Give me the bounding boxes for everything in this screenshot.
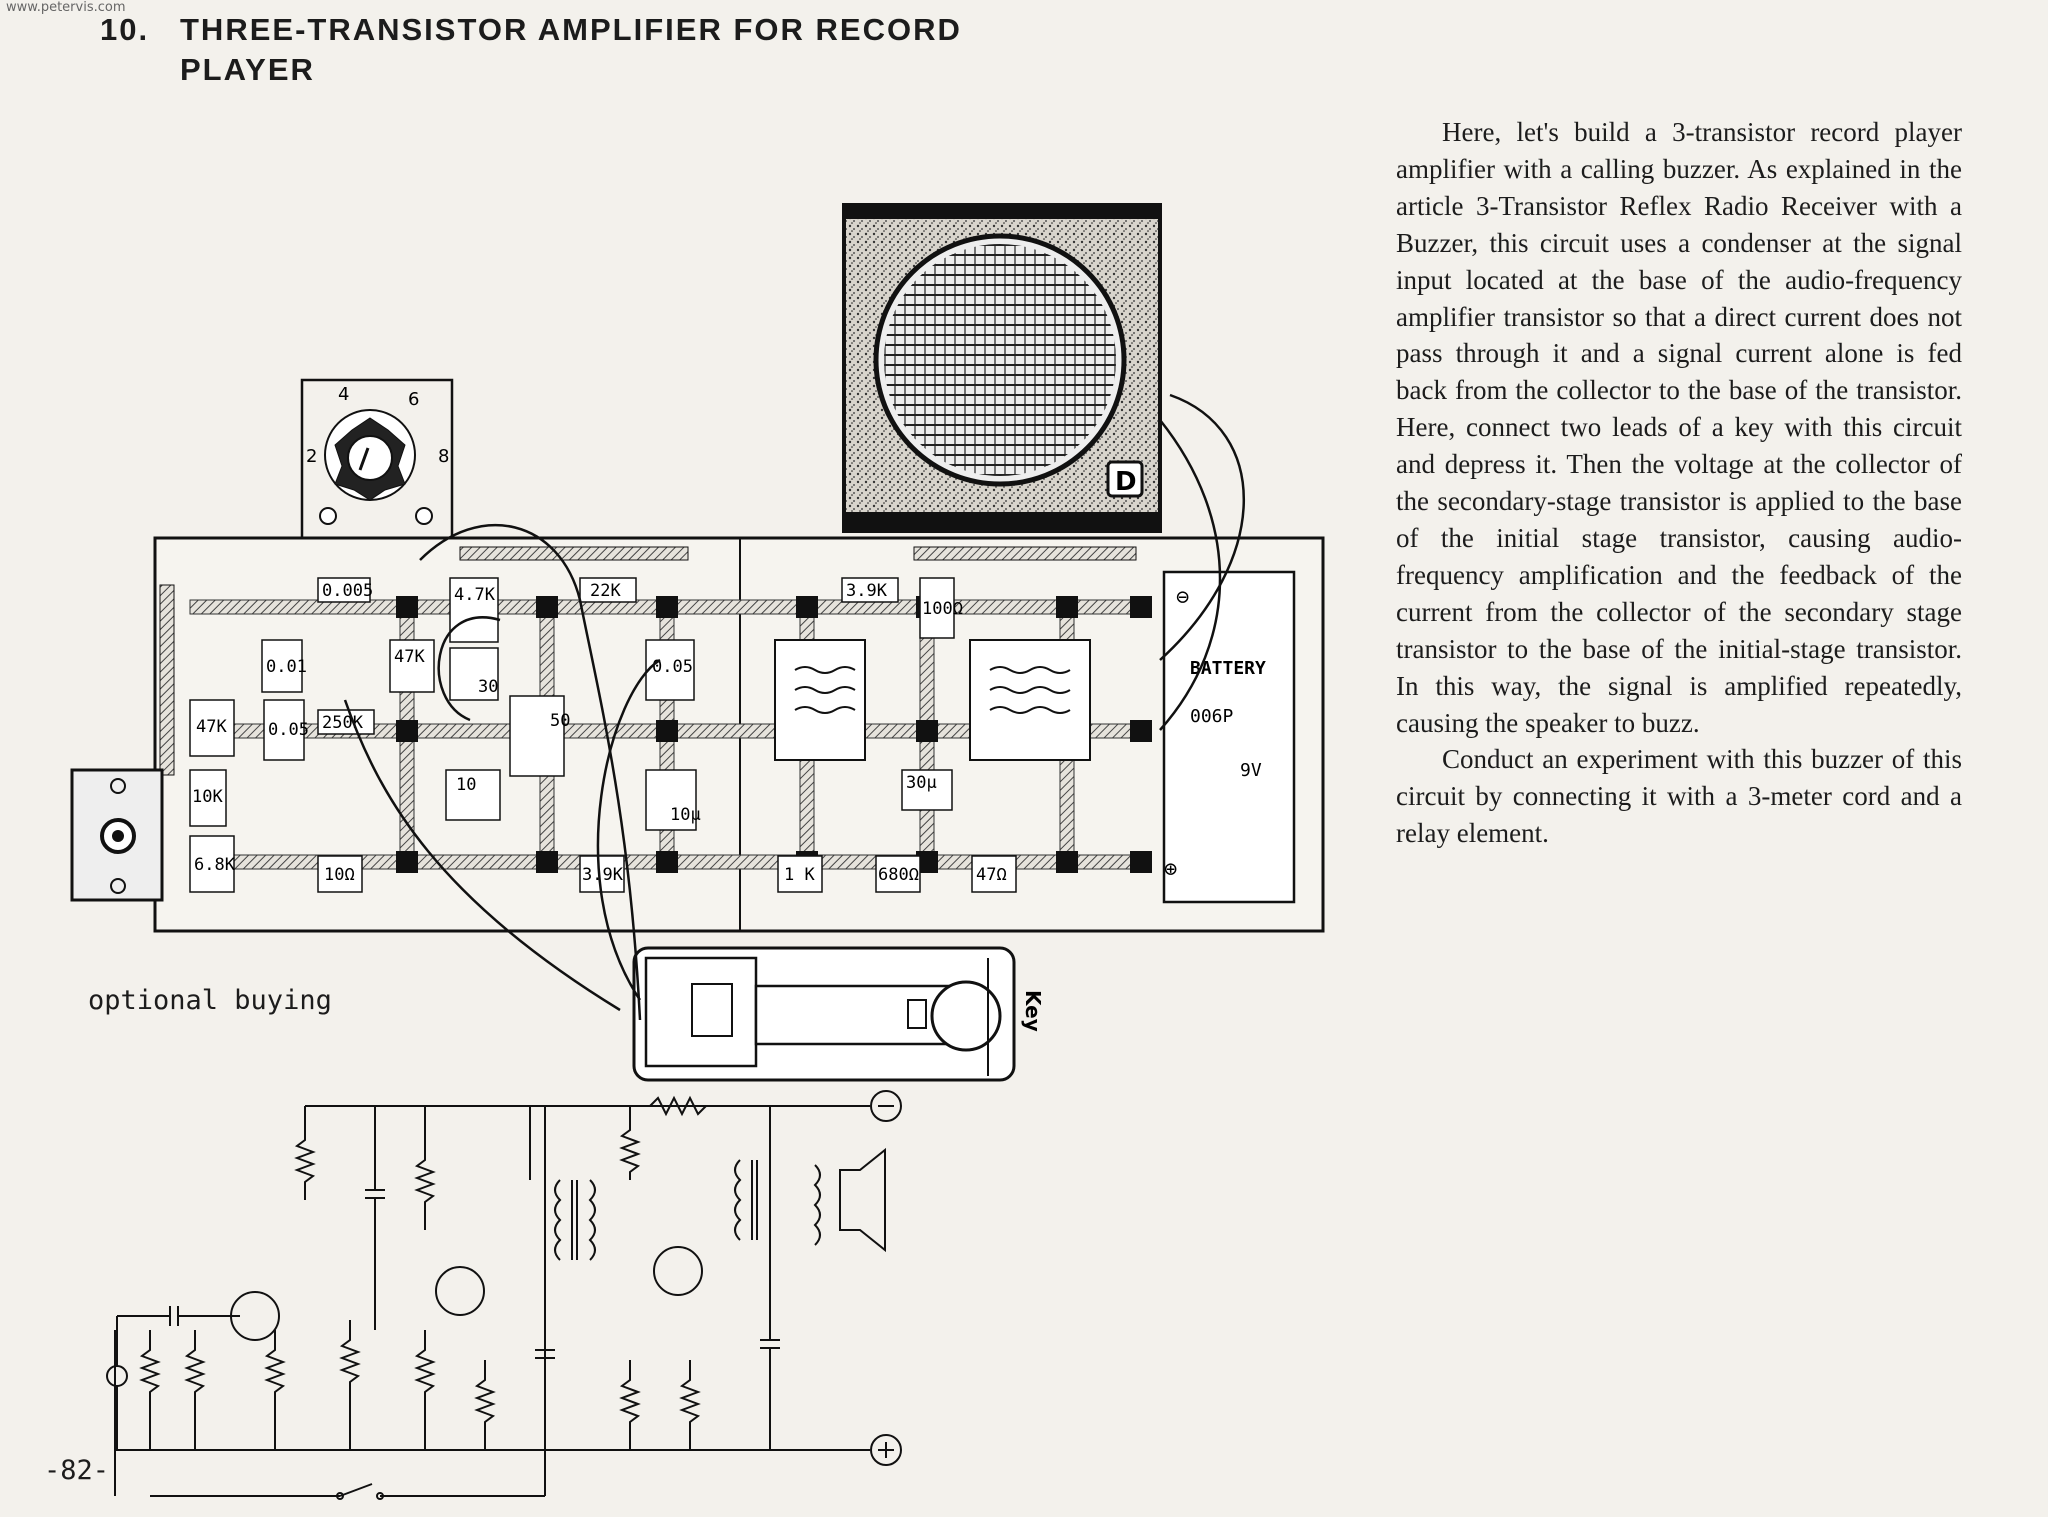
battery xyxy=(1162,570,1296,904)
page-number: -82- xyxy=(44,1455,110,1486)
label-r-47k-left: 47K xyxy=(196,717,227,737)
label-r-10ohm: 10Ω xyxy=(324,865,355,885)
body-text: Here, let's build a 3-transistor record … xyxy=(1396,114,1962,852)
battery-plus: ⊕ xyxy=(1164,857,1177,882)
label-r-47ohm: 47Ω xyxy=(976,865,1007,885)
label-c-10u: 10µ xyxy=(670,805,701,825)
label-c-005-left: 0.05 xyxy=(268,720,309,740)
battery-label: BATTERY xyxy=(1190,658,1266,679)
section-title: THREE-TRANSISTOR AMPLIFIER FOR RECORD PL… xyxy=(180,12,962,87)
label-r-47k-top: 4.7K xyxy=(454,585,496,605)
schematic-plus-terminal xyxy=(870,1434,902,1466)
label-r-680ohm: 680Ω xyxy=(878,865,919,885)
watermark: www.petervis.com xyxy=(6,0,126,15)
schematic-minus-terminal xyxy=(870,1090,902,1122)
schematic xyxy=(106,1095,886,1500)
label-c-30: 30 xyxy=(478,677,498,697)
label-r-39k-top: 3.9K xyxy=(846,581,888,601)
battery-voltage: 9V xyxy=(1240,760,1262,781)
label-c-005-right: 0.05 xyxy=(652,657,693,677)
label-r-10k: 10K xyxy=(192,787,223,807)
paragraph-1: Here, let's build a 3-transistor record … xyxy=(1396,117,1962,738)
dial-mark-8: 8 xyxy=(438,446,449,467)
label-c-0005: 0.005 xyxy=(322,581,373,601)
label-r-39k-bottom: 3.9K xyxy=(582,865,624,885)
svg-text:D: D xyxy=(1115,467,1137,497)
battery-minus: ⊖ xyxy=(1176,585,1189,610)
label-c-10: 10 xyxy=(456,775,476,795)
label-c-30u: 30µ xyxy=(906,773,937,793)
battery-model: 006P xyxy=(1190,706,1234,727)
paragraph-2: Conduct an experiment with this buzzer o… xyxy=(1396,744,1962,849)
section-number: 10. xyxy=(100,12,150,47)
key-switch xyxy=(632,946,1016,1082)
label-r-22k: 22K xyxy=(590,581,621,601)
speaker: D xyxy=(842,203,1162,533)
dial-mark-2: 2 xyxy=(306,446,317,467)
label-r-100ohm: 100Ω xyxy=(922,599,963,619)
label-r-68k: 6.8K xyxy=(194,855,236,875)
circuit-board xyxy=(70,536,1325,933)
volume-control xyxy=(300,378,454,564)
key-label: Key xyxy=(1021,990,1045,1032)
label-c-001: 0.01 xyxy=(266,657,307,677)
label-r-47k-mid: 47K xyxy=(394,647,425,667)
optional-buying-caption: optional buying xyxy=(88,985,332,1016)
label-r-1k: 1 K xyxy=(784,865,815,885)
dial-mark-4: 4 xyxy=(338,384,349,405)
label-c-50: 50 xyxy=(550,711,570,731)
label-pot-250k: 250K xyxy=(322,713,364,733)
dial-mark-6: 6 xyxy=(408,389,419,410)
